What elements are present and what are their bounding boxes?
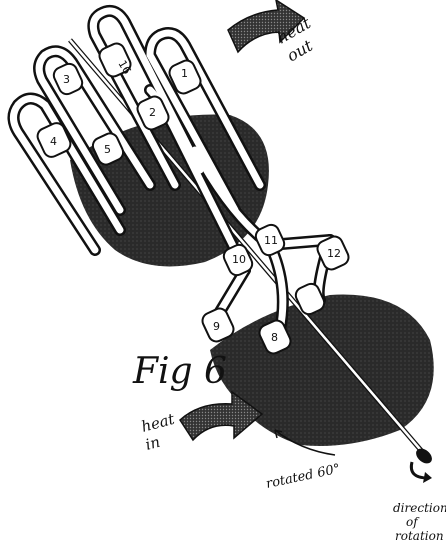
heat-in-label-2: in xyxy=(143,433,162,454)
tube-number: 11 xyxy=(264,234,278,247)
rotated-label: rotated 60° xyxy=(265,462,342,492)
tube-number: 1 xyxy=(181,67,188,80)
direction-label-2: of xyxy=(406,515,420,529)
direction-label-3: rotation xyxy=(395,529,444,543)
fig-label: Fig 6 xyxy=(132,351,227,392)
tube-number: 5 xyxy=(104,143,111,156)
tube-number: 2 xyxy=(149,106,156,119)
heat-in-label-1: heat xyxy=(139,410,177,436)
tubes xyxy=(13,11,330,330)
tube-number: 9 xyxy=(213,320,220,333)
tube-number: 10 xyxy=(232,253,246,266)
tube-number: 12 xyxy=(327,247,341,260)
tube-number: 4 xyxy=(50,135,57,148)
tube-number: 8 xyxy=(271,331,278,344)
tube-number: 3 xyxy=(63,73,70,86)
direction-label-1: direction xyxy=(393,501,446,515)
